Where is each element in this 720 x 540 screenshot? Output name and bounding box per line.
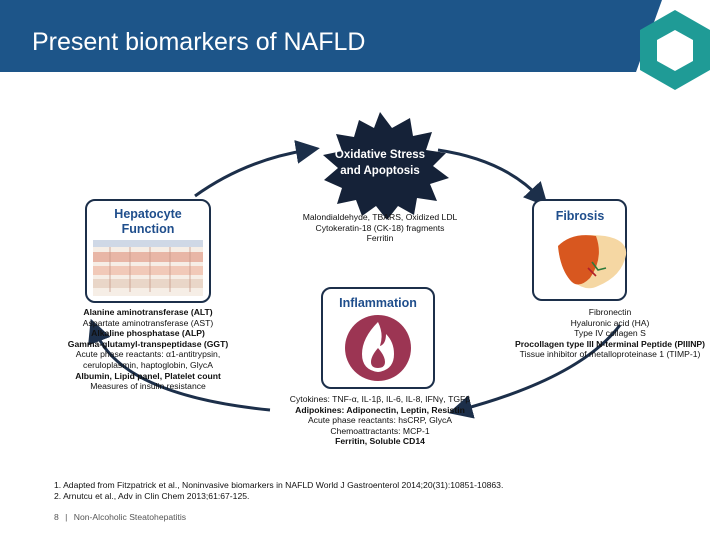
arrow-right-bottom: [448, 324, 622, 419]
marker-text: Alanine aminotransferase (ALT): [83, 307, 213, 317]
hepatocyte-label-line2: Function: [122, 222, 175, 236]
flame-icon: [345, 315, 411, 381]
marker-text: Acute phase reactants: hsCRP, GlycA: [307, 415, 453, 426]
marker-text: Type IV collagen S: [574, 328, 646, 339]
marker-text: Ferritin: [366, 233, 394, 244]
footer-text: Non-Alcoholic Steatohepatitis: [73, 512, 187, 522]
marker-text: Measures of insulin resistance: [90, 381, 206, 392]
page-number: 8: [54, 512, 59, 522]
marker-text: Cytokeratin-18 (CK-18) fragments: [315, 222, 445, 233]
references: 1. Adapted from Fitzpatrick et al., Noni…: [54, 480, 503, 503]
marker-text: Cytokines: TNF-α, IL-1β, IL-6, IL-8, IFN…: [289, 394, 471, 404]
starburst-label-line2: and Apoptosis: [340, 165, 419, 177]
marker-text: Aspartate aminotransferase (AST): [82, 317, 214, 328]
reference-1: 1. Adapted from Fitzpatrick et al., Noni…: [54, 480, 504, 490]
header-bar: Present biomarkers of NAFLD: [0, 0, 720, 90]
marker-text: Hyaluronic acid (HA): [570, 317, 650, 328]
fibrosis-label: Fibrosis: [556, 209, 605, 223]
marker-text: Albumin, Lipid panel, Platelet count: [75, 370, 221, 381]
marker-text: Ferritin, Soluble CD14: [335, 436, 425, 447]
marker-text: Malondialdehyde, TBARS, Oxidized LDL: [302, 212, 458, 222]
marker-text: Fibronectin: [588, 307, 632, 317]
oxidative-stress-markers: Malondialdehyde, TBARS, Oxidized LDL Cyt…: [278, 212, 482, 244]
marker-text: Adipokines: Adiponectin, Leptin, Resisti…: [295, 404, 465, 415]
marker-text: Procollagen type III N-terminal Peptide …: [514, 338, 706, 349]
fibrosis-markers: Fibronectin Hyaluronic acid (HA) Type IV…: [505, 307, 715, 360]
reference-2: 2. Arnutcu et al., Adv in Clin Chem 2013…: [54, 491, 250, 502]
starburst-label-line1: Oxidative Stress: [335, 149, 425, 161]
arrow-top-right: [437, 148, 549, 207]
marker-text: Acute phase reactants: α1-antitrypsin,: [75, 349, 221, 360]
marker-text: Chemoattractants: MCP-1: [330, 425, 430, 436]
arrow-bottom-left: [88, 318, 271, 412]
marker-text: Tissue inhibitor of metalloproteinase 1 …: [519, 349, 701, 360]
footer: 8 | Non-Alcoholic Steatohepatitis: [54, 512, 186, 522]
page-title: Present biomarkers of NAFLD: [32, 28, 366, 56]
marker-text: Gamma-glutamyl-transpeptidase (GGT): [67, 338, 229, 349]
biomarker-cycle-diagram: Oxidative Stress and Apoptosis Hepatocyt…: [85, 112, 627, 419]
hepatocyte-label-line1: Hepatocyte: [114, 207, 181, 221]
inflammation-markers: Cytokines: TNF-α, IL-1β, IL-6, IL-8, IFN…: [270, 394, 490, 447]
marker-text: Alkaline phosphatase (ALP): [91, 328, 205, 339]
marker-text: ceruloplasmin, haptoglobin, GlycA: [83, 359, 213, 370]
arrow-left-top: [194, 140, 320, 198]
oxidative-stress-starburst: [323, 112, 449, 220]
hepatocyte-markers: Alanine aminotransferase (ALT) Aspartate…: [50, 307, 246, 392]
hepatocyte-cells-illustration: [93, 240, 203, 296]
inflammation-label: Inflammation: [339, 296, 417, 310]
footer-separator: |: [65, 512, 68, 522]
logo-icon: [640, 10, 710, 90]
liver-icon: [558, 235, 627, 289]
